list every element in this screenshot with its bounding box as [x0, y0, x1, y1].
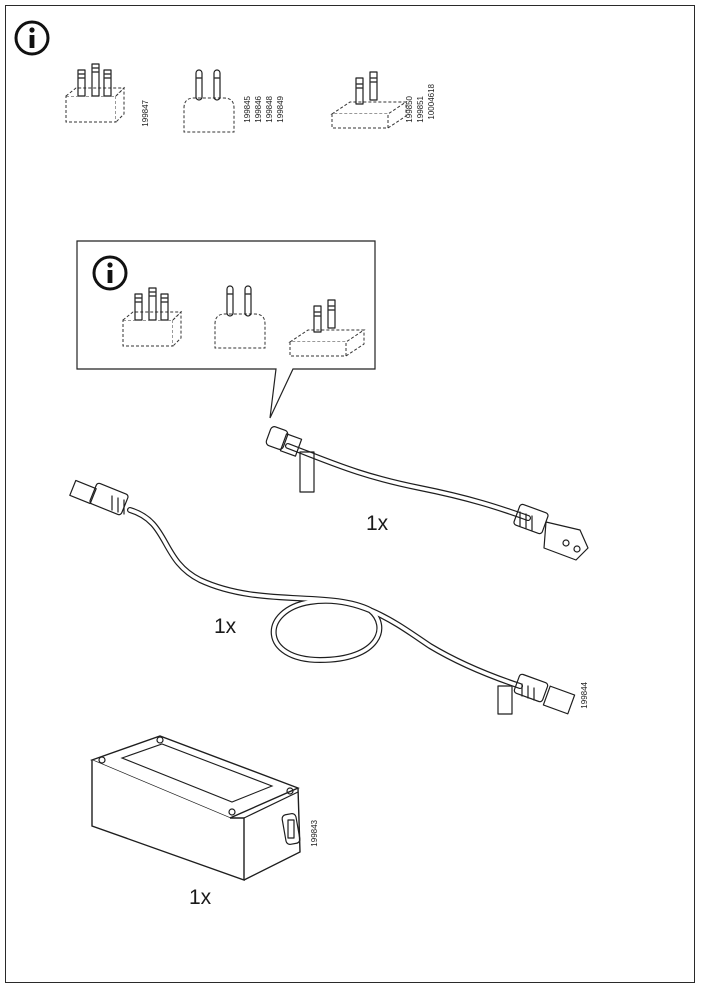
part-number-us-plug-2: 199851 — [416, 96, 425, 123]
uk-plug-adapter — [65, 63, 125, 123]
part-number-uk-plug: 199847 — [141, 100, 150, 127]
us-plug-adapter — [331, 71, 407, 129]
part-number-us-plug-1: 199850 — [405, 96, 414, 123]
part-number-eu-plug-1: 199845 — [243, 96, 252, 123]
power-adapter-quantity: 1x — [189, 886, 212, 909]
low-voltage-cable-quantity: 1x — [214, 615, 237, 638]
plug-callout — [76, 240, 376, 419]
low-voltage-cable — [69, 479, 576, 715]
power-adapter — [90, 735, 301, 881]
part-number-eu-plug-2: 199846 — [254, 96, 263, 123]
part-number-eu-plug-4: 199849 — [276, 96, 285, 123]
mains-cable-quantity: 1x — [366, 512, 389, 535]
part-number-eu-plug-3: 199848 — [265, 96, 274, 123]
info-icon — [14, 20, 50, 56]
part-number-low-voltage-cable: 199844 — [580, 682, 589, 709]
mains-cable — [265, 426, 589, 561]
page-frame — [5, 5, 695, 983]
eu-plug-adapter — [183, 69, 235, 133]
part-number-power-adapter: 199843 — [310, 820, 319, 847]
part-number-us-plug-3: 10004618 — [427, 84, 436, 120]
